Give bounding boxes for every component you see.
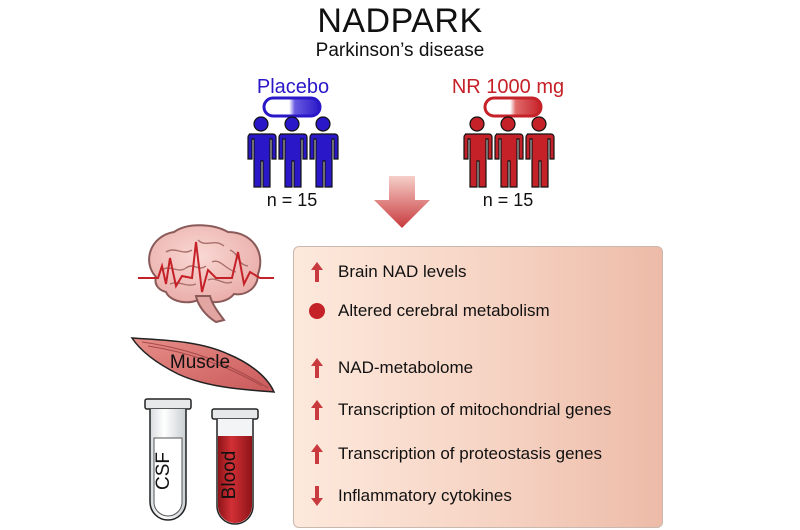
test-tube-icon xyxy=(144,398,192,521)
result-text: Altered cerebral metabolism xyxy=(338,301,550,320)
person-icon xyxy=(309,116,339,188)
blood-label: Blood xyxy=(219,450,240,500)
result-row: Transcription of mitochondrial genes xyxy=(294,395,662,425)
nr-label: NR 1000 mg xyxy=(451,76,565,98)
person-icon xyxy=(463,116,493,188)
result-row: Brain NAD levels xyxy=(294,257,662,287)
result-text: Transcription of proteostasis genes xyxy=(338,444,602,463)
muscle-label: Muscle xyxy=(169,352,231,373)
result-text: Inflammatory cytokines xyxy=(338,486,512,505)
down-arrow-icon xyxy=(374,176,430,228)
placebo-label: Placebo xyxy=(256,76,330,98)
csf-label: CSF xyxy=(153,452,174,490)
result-row: NAD-metabolome xyxy=(294,353,662,383)
page-subtitle: Parkinson’s disease xyxy=(315,40,485,61)
brain-icon xyxy=(138,224,274,324)
person-icon xyxy=(494,116,524,188)
capsule-icon xyxy=(262,96,322,118)
up-arrow-icon xyxy=(300,261,334,283)
result-row: Inflammatory cytokines xyxy=(294,481,662,511)
result-row: Transcription of proteostasis genes xyxy=(294,439,662,469)
capsule-icon xyxy=(483,96,543,118)
test-tube-icon xyxy=(211,408,259,525)
nr-n: n = 15 xyxy=(482,190,534,210)
placebo-people xyxy=(247,116,339,188)
down-arrow-icon xyxy=(300,485,334,507)
result-text: Transcription of mitochondrial genes xyxy=(338,400,612,419)
up-arrow-icon xyxy=(300,399,334,421)
dot-icon xyxy=(300,302,334,320)
person-icon xyxy=(247,116,277,188)
up-arrow-icon xyxy=(300,443,334,465)
up-arrow-icon xyxy=(300,357,334,379)
page-title: NADPARK xyxy=(317,2,483,40)
person-icon xyxy=(278,116,308,188)
muscle-icon xyxy=(130,337,276,393)
nr-people xyxy=(463,116,555,188)
result-text: Brain NAD levels xyxy=(338,262,467,281)
person-icon xyxy=(525,116,555,188)
result-row: Altered cerebral metabolism xyxy=(294,296,662,326)
placebo-n: n = 15 xyxy=(266,190,318,210)
results-box: Brain NAD levels Altered cerebral metabo… xyxy=(293,246,663,528)
result-text: NAD-metabolome xyxy=(338,358,474,377)
